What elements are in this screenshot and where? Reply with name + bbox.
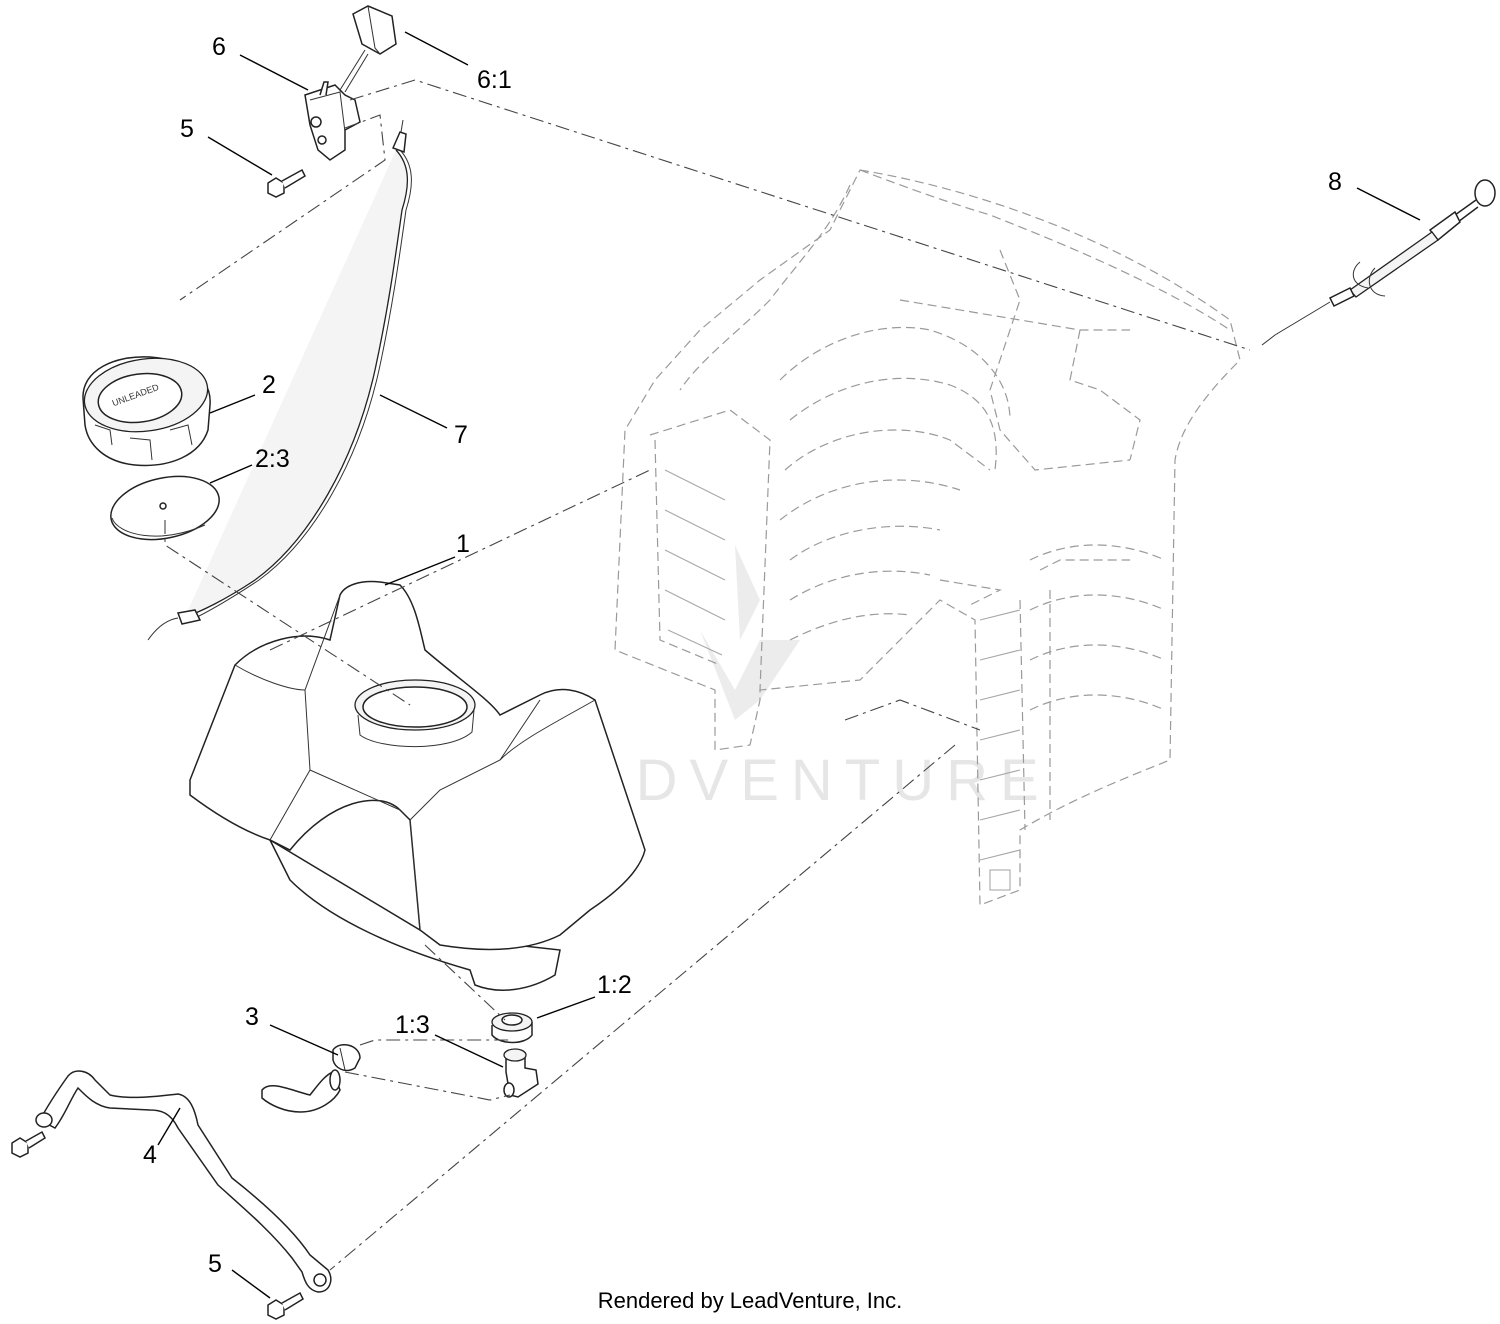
fuel-cap: UNLEADED: [82, 356, 211, 467]
watermark-logo: [700, 545, 800, 720]
cap-gasket: [110, 475, 220, 541]
tank-strap: [35, 1070, 332, 1293]
callout-6-1: 6:1: [477, 66, 512, 94]
callout-1: 1: [456, 530, 470, 558]
hose-clamp: [332, 1043, 361, 1072]
callout-7: 7: [454, 421, 468, 449]
callout-6: 6: [212, 33, 226, 61]
elbow-fitting: [503, 1048, 539, 1098]
fuel-tank: [189, 580, 646, 991]
callout-1-2: 1:2: [597, 971, 632, 999]
tank-grommet: [491, 1012, 533, 1044]
callout-2-3: 2:3: [255, 445, 290, 473]
assembly-lines: [164, 79, 1251, 1271]
control-knob: [352, 5, 397, 55]
leader-lines: [157, 31, 1421, 1299]
callout-2: 2: [262, 371, 276, 399]
hood-shroud: [614, 169, 1241, 906]
choke-cable: [1261, 179, 1496, 346]
footer-credit: Rendered by LeadVenture, Inc.: [597, 1288, 903, 1313]
callout-5-top: 5: [180, 115, 194, 143]
callout-1-3: 1:3: [395, 1011, 430, 1039]
callout-5-bottom: 5: [208, 1250, 222, 1278]
bolt-bottom: [267, 1291, 304, 1320]
control-cable: [147, 119, 412, 641]
control-bracket: [304, 49, 369, 161]
bolt-strap-left: [11, 1130, 46, 1158]
bolt-top: [267, 168, 306, 198]
callout-4: 4: [143, 1141, 157, 1169]
callout-8: 8: [1328, 168, 1342, 196]
callout-3: 3: [245, 1003, 259, 1031]
fuel-hose: [261, 1069, 341, 1113]
